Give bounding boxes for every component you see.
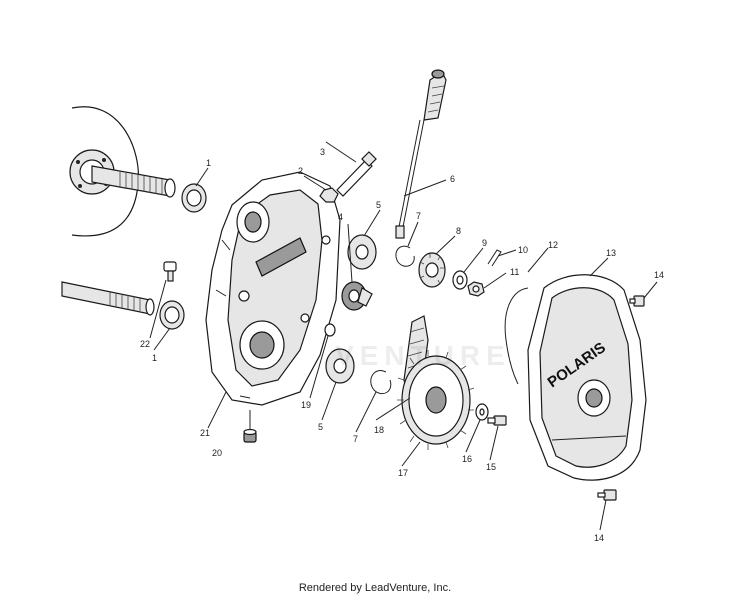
sprocket-large — [397, 350, 475, 450]
snap-ring-upper — [395, 245, 415, 267]
callout-16: 16 — [462, 454, 472, 464]
washer-16 — [475, 403, 489, 421]
nut-2 — [319, 187, 339, 203]
upper-shaft — [91, 165, 176, 198]
seal-lower — [159, 300, 185, 330]
callout-11: 11 — [510, 267, 519, 277]
washer-9 — [452, 270, 468, 290]
washer-19 — [324, 323, 336, 337]
callout-19: 19 — [301, 400, 311, 410]
gasket-12 — [504, 287, 529, 385]
callout-14-lower: 14 — [594, 533, 604, 543]
dipstick-6 — [395, 69, 447, 239]
callout-5: 5 — [376, 200, 381, 210]
render-credit: Rendered by LeadVenture, Inc. — [298, 582, 452, 594]
bolt-14-upper — [629, 295, 645, 307]
callout-22: 22 — [140, 339, 150, 349]
callout-13: 13 — [606, 248, 616, 258]
watermark: VENTURE — [335, 340, 511, 371]
sprocket-small — [418, 252, 446, 288]
seal-upper — [181, 183, 207, 213]
callout-7-lower: 7 — [353, 434, 358, 444]
callout-20: 20 — [212, 448, 222, 458]
bolt-14-lower — [597, 489, 617, 501]
snap-ring-lower — [370, 370, 392, 395]
chaincase-cover: POLARIS — [527, 274, 647, 481]
tensioner-4 — [341, 281, 373, 311]
callout-1: 1 — [206, 158, 211, 168]
leader-lines — [149, 141, 658, 531]
callout-2: 2 — [298, 166, 303, 176]
callout-9: 9 — [482, 238, 487, 248]
bolt-22 — [163, 261, 177, 282]
callout-labels: 1 2 3 4 5 6 7 8 9 10 11 12 13 14 22 1 19… — [140, 147, 664, 543]
bolt-15 — [487, 415, 507, 426]
callout-6: 6 — [450, 174, 455, 184]
callout-21: 21 — [200, 428, 210, 438]
callout-15: 15 — [486, 462, 496, 472]
callout-8: 8 — [456, 226, 461, 236]
callout-18: 18 — [374, 425, 384, 435]
plug-20 — [243, 428, 257, 443]
callout-4: 4 — [338, 212, 343, 222]
callout-14: 14 — [654, 270, 664, 280]
callout-12: 12 — [548, 240, 558, 250]
callout-17: 17 — [398, 468, 408, 478]
nut-11 — [467, 281, 485, 297]
bearing-upper — [347, 234, 377, 270]
callout-7: 7 — [416, 211, 421, 221]
cotter-pin-10 — [487, 249, 502, 267]
callout-3: 3 — [320, 147, 325, 157]
lower-shaft — [61, 281, 155, 316]
callout-10: 10 — [518, 245, 528, 255]
bolt-3 — [336, 151, 377, 197]
callout-1-lower: 1 — [152, 353, 157, 363]
callout-5-lower: 5 — [318, 422, 323, 432]
chaincase-housing — [205, 171, 341, 406]
bearing-lower — [325, 348, 355, 384]
